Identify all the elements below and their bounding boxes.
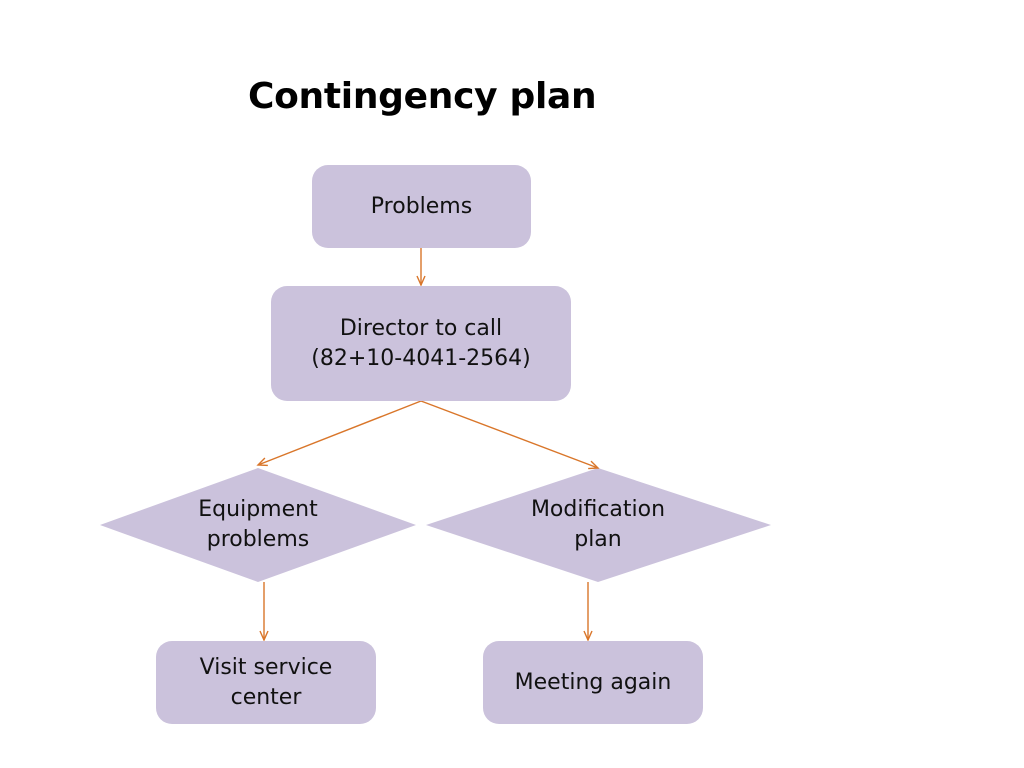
connector-director-to-equipment <box>256 400 422 467</box>
connector-director-to-modification <box>420 400 600 470</box>
meeting-again-label: Meeting again <box>514 669 672 695</box>
modification-plan-label: Modification plan <box>530 497 666 552</box>
slide-title: Contingency plan <box>248 76 597 117</box>
visit-service-center-node: Visit service center <box>156 641 376 724</box>
equipment-problems-label: Equipment problems <box>198 497 318 552</box>
problems-label: Problems <box>370 193 473 219</box>
equipment-problems-label-box: Equipment problems <box>158 490 358 560</box>
director-node: Director to call (82+10-4041-2564) <box>271 286 571 401</box>
meeting-again-node: Meeting again <box>483 641 703 724</box>
director-label: Director to call (82+10-4041-2564) <box>311 315 531 371</box>
visit-service-center-label: Visit service center <box>199 654 333 710</box>
problems-node: Problems <box>312 165 531 248</box>
modification-plan-label-box: Modification plan <box>498 490 698 560</box>
